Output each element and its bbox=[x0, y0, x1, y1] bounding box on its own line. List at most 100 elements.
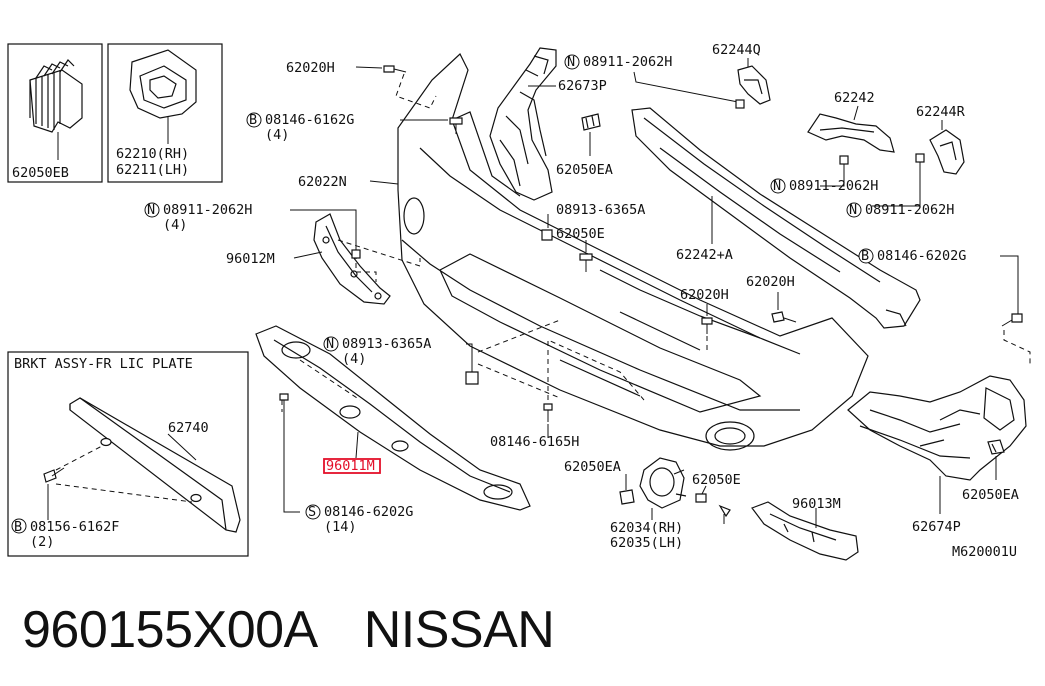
nut-symbol-letter-3: N bbox=[567, 54, 575, 70]
license-plate-bracket-62740 bbox=[69, 397, 241, 533]
label-08146-6165h: 08146-6165H bbox=[490, 434, 579, 450]
dash-08913-6365a-a bbox=[477, 319, 561, 399]
bolt-symbol-letter: B bbox=[14, 519, 22, 535]
label-62210: 62210(RH) bbox=[116, 146, 189, 162]
highlight-96011m bbox=[323, 458, 381, 474]
label-08911-2062h-d: 08911-2062H bbox=[865, 202, 954, 218]
leader-62050e-b bbox=[701, 485, 707, 495]
inset-box-license-plate-bracket bbox=[7, 351, 249, 557]
screw-62050e-b bbox=[718, 504, 731, 524]
inset-box-title: BRKT ASSY-FR LIC PLATE bbox=[14, 356, 193, 372]
label-62244q: 62244Q bbox=[712, 42, 761, 58]
nut-08911-2062h-d bbox=[915, 153, 925, 163]
nut-08913-6365a-b bbox=[541, 229, 553, 241]
leader-96012m bbox=[293, 251, 323, 259]
leader-08911-2062h-a bbox=[290, 209, 357, 250]
label-62034: 62034(RH) bbox=[610, 520, 683, 536]
dash-plate-screws bbox=[55, 445, 193, 503]
clip-pack-62050eb bbox=[29, 59, 83, 133]
dash-96012m bbox=[337, 239, 421, 282]
dash-62020h-a bbox=[395, 73, 437, 109]
label-62740: 62740 bbox=[168, 420, 209, 436]
label-62020h-a: 62020H bbox=[286, 60, 335, 76]
grommet-62210 bbox=[129, 49, 197, 119]
label-62211: 62211(LH) bbox=[116, 162, 189, 178]
leader-08911-2062h-b bbox=[633, 71, 739, 103]
nut-symbol-08911-a bbox=[144, 202, 160, 218]
label-96011m: 96011M bbox=[326, 458, 375, 474]
leader-62242 bbox=[853, 105, 859, 121]
qty-08146-6162g: (4) bbox=[265, 127, 289, 143]
label-62050e-b: 62050E bbox=[692, 472, 741, 488]
label-96013m: 96013M bbox=[792, 496, 841, 512]
inset-box-62210 bbox=[107, 43, 223, 183]
bolt-symbol-08146-6162g bbox=[246, 112, 262, 128]
nut-symbol-08911-c bbox=[770, 178, 786, 194]
bolt-symbol-letter-2: B bbox=[249, 112, 257, 128]
leader-08146-6202g-14 bbox=[283, 416, 300, 513]
qty-08146-6202g-a: (14) bbox=[324, 519, 357, 535]
label-62050ea-b: 62050EA bbox=[564, 459, 621, 475]
leader-08146-6202g-b bbox=[1000, 255, 1019, 314]
label-62020h-c: 62020H bbox=[746, 274, 795, 290]
label-62050ea-a: 62050EA bbox=[556, 162, 613, 178]
bracket-62244q bbox=[737, 65, 771, 105]
leader-62022n bbox=[369, 180, 399, 185]
bolt-symbol-letter-3: B bbox=[861, 248, 869, 264]
label-62035: 62035(LH) bbox=[610, 535, 683, 551]
leader-08913-6365a-a bbox=[466, 343, 473, 372]
dash-96011m bbox=[281, 359, 361, 412]
part-number: 960155X00A bbox=[22, 601, 318, 659]
nut-symbol-08911-d bbox=[846, 202, 862, 218]
leader-96011m bbox=[355, 431, 359, 459]
label-08146-6202g-a: 08146-6202G bbox=[324, 504, 413, 520]
nut-symbol-08913-a bbox=[323, 336, 339, 352]
bracket-96012m bbox=[313, 213, 391, 305]
screw-symbol-08146-6202g bbox=[305, 504, 321, 520]
clip-62050ea-c bbox=[987, 439, 1005, 455]
clip-62050e-b bbox=[695, 493, 707, 503]
nut-08911-2062h-a bbox=[351, 249, 361, 259]
qty-08913-6365a-a: (4) bbox=[342, 351, 366, 367]
bumper-parts-diagram: 62050EB 62210(RH) 62211(LH) BRKT ASSY-FR… bbox=[7, 42, 1031, 561]
nut-08911-2062h-b bbox=[735, 99, 745, 109]
label-62050ea-c: 62050EA bbox=[962, 487, 1019, 503]
label-62022n: 62022N bbox=[298, 174, 347, 190]
bracket-96013m bbox=[751, 501, 859, 561]
lower-bracket-96011m bbox=[255, 325, 531, 511]
label-08156-6162f: 08156-6162F bbox=[30, 519, 119, 535]
inset-box-62050eb bbox=[7, 43, 103, 183]
bolt-62020h-c bbox=[771, 311, 797, 323]
bolt-08146-6165h bbox=[543, 403, 553, 422]
label-62242a: 62242+A bbox=[676, 247, 733, 263]
leader-08911-2062h-d bbox=[872, 162, 921, 207]
bolt-62020h-b bbox=[701, 317, 713, 334]
brand-name: NISSAN bbox=[363, 601, 555, 659]
label-08146-6162g: 08146-6162G bbox=[265, 112, 354, 128]
part-caption: 960155X00A NISSAN bbox=[22, 598, 555, 662]
leader-62740 bbox=[167, 433, 197, 461]
label-62244r: 62244R bbox=[916, 104, 966, 120]
clip-08913-6365a-a bbox=[465, 371, 479, 385]
bumper-fascia-62022n bbox=[397, 53, 869, 451]
clip-08146-6162g bbox=[449, 117, 463, 134]
dash-08146-6165h bbox=[547, 339, 645, 401]
clip-62050ea-a bbox=[581, 113, 601, 131]
label-08913-6365a-b: 08913-6365A bbox=[556, 202, 645, 218]
label-08146-6202g-b: 08146-6202G bbox=[877, 248, 966, 264]
label-62673p: 62673P bbox=[558, 78, 607, 94]
clip-62050ea-b bbox=[619, 489, 635, 505]
bolt-62020h-top bbox=[383, 65, 407, 73]
label-62020h-b: 62020H bbox=[680, 287, 729, 303]
label-62242: 62242 bbox=[834, 90, 875, 106]
label-62050eb: 62050EB bbox=[12, 165, 69, 181]
bolt-symbol-08156 bbox=[11, 518, 27, 534]
fog-lamp-cover-62034 bbox=[639, 457, 687, 509]
screw-08146-6202g-left bbox=[279, 393, 289, 416]
nut-symbol-letter-5: N bbox=[849, 202, 857, 218]
bracket-62242 bbox=[807, 113, 895, 153]
nut-08911-2062h-c bbox=[839, 155, 849, 165]
label-08911-2062h-c: 08911-2062H bbox=[789, 178, 878, 194]
label-08913-6365a-a: 08913-6365A bbox=[342, 336, 431, 352]
